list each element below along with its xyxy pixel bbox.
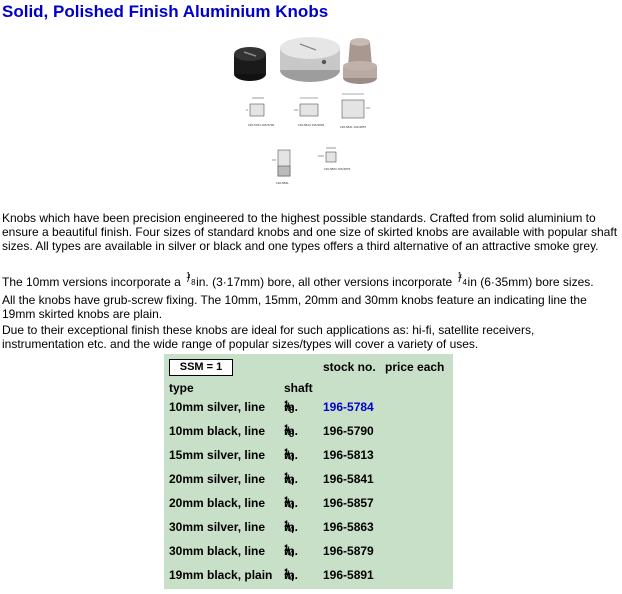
stock-number-link[interactable]: 196-5784 [323, 400, 374, 414]
description-paragraph: Knobs which have been precision engineer… [2, 211, 618, 253]
shaft-fraction: 1/8 [284, 423, 295, 439]
stock-number: 196-5790 [323, 424, 374, 438]
shaft-fraction: 1/4 [284, 567, 295, 583]
stock-number: 196-5841 [323, 472, 374, 486]
row-type: 20mm black, line [169, 496, 266, 510]
shaft-fraction: 1/4 [284, 519, 295, 535]
shaft-unit: in. [284, 520, 298, 534]
row-type: 30mm black, line [169, 544, 266, 558]
row-type: 20mm silver, line [169, 472, 266, 486]
shaft-unit: in. [284, 472, 298, 486]
shaft-fraction: 1/4 [284, 543, 295, 559]
row-type: 10mm silver, line [169, 400, 266, 414]
drawing-codes-19mm: 196-5891 [276, 181, 289, 185]
shaft-fraction: 1/8 [284, 399, 295, 415]
type-header: type [169, 381, 194, 395]
stock-number: 196-5813 [323, 448, 374, 462]
fraction-quarter: 1/4 [457, 271, 467, 287]
shaft-header: shaft [284, 381, 313, 395]
fixing-paragraph: All the knobs have grub-screw fixing. Th… [2, 293, 587, 321]
page-title: Solid, Polished Finish Aluminium Knobs [2, 2, 329, 21]
bore-text-a: The 10mm versions incorporate a [2, 275, 185, 289]
shaft-unit: in. [284, 448, 298, 462]
shaft-unit: in. [284, 496, 298, 510]
bore-text-b: in. (3·17mm) bore, all other versions in… [196, 275, 456, 289]
row-type: 19mm black, plain [169, 568, 273, 582]
stock-table: SSM = 1 stock no. price each type shaft … [164, 354, 453, 589]
shaft-fraction: 1/4 [284, 471, 295, 487]
stock-number: 196-5879 [323, 544, 374, 558]
price-each-header: price each [385, 360, 445, 374]
bore-text-c: in (6·35mm) bore sizes. [467, 275, 594, 289]
shaft-unit: in. [284, 568, 298, 582]
fraction-eighth: 1/8 [186, 271, 196, 287]
ssm-badge: SSM = 1 [169, 359, 233, 376]
drawing-codes-15mm: 196-5813 196-5802 [298, 123, 325, 127]
stock-number: 196-5857 [323, 496, 374, 510]
applications-paragraph: Due to their exceptional finish these kn… [2, 323, 535, 351]
row-type: 10mm black, line [169, 424, 266, 438]
knobs-product-photo [232, 24, 380, 88]
stock-no-header: stock no. [323, 360, 376, 374]
stock-number: 196-5891 [323, 568, 374, 582]
row-type: 30mm silver, line [169, 520, 266, 534]
shaft-unit: in. [284, 424, 298, 438]
shaft-unit: in. [284, 400, 298, 414]
drawing-codes-30mm: 196-5863 196-5879 [324, 167, 351, 171]
drawing-codes-10mm: 196-5784 196-5790 [248, 123, 275, 127]
drawing-codes-20mm: 196-5841 196-5857 [340, 125, 367, 129]
shaft-unit: in. [284, 544, 298, 558]
stock-number: 196-5863 [323, 520, 374, 534]
dimension-drawings: 196-5784 196-5790 196-5813 196-5802 196-… [246, 93, 370, 185]
shaft-fraction: 1/4 [284, 495, 295, 511]
row-type: 15mm silver, line [169, 448, 266, 462]
shaft-fraction: 1/4 [284, 447, 295, 463]
